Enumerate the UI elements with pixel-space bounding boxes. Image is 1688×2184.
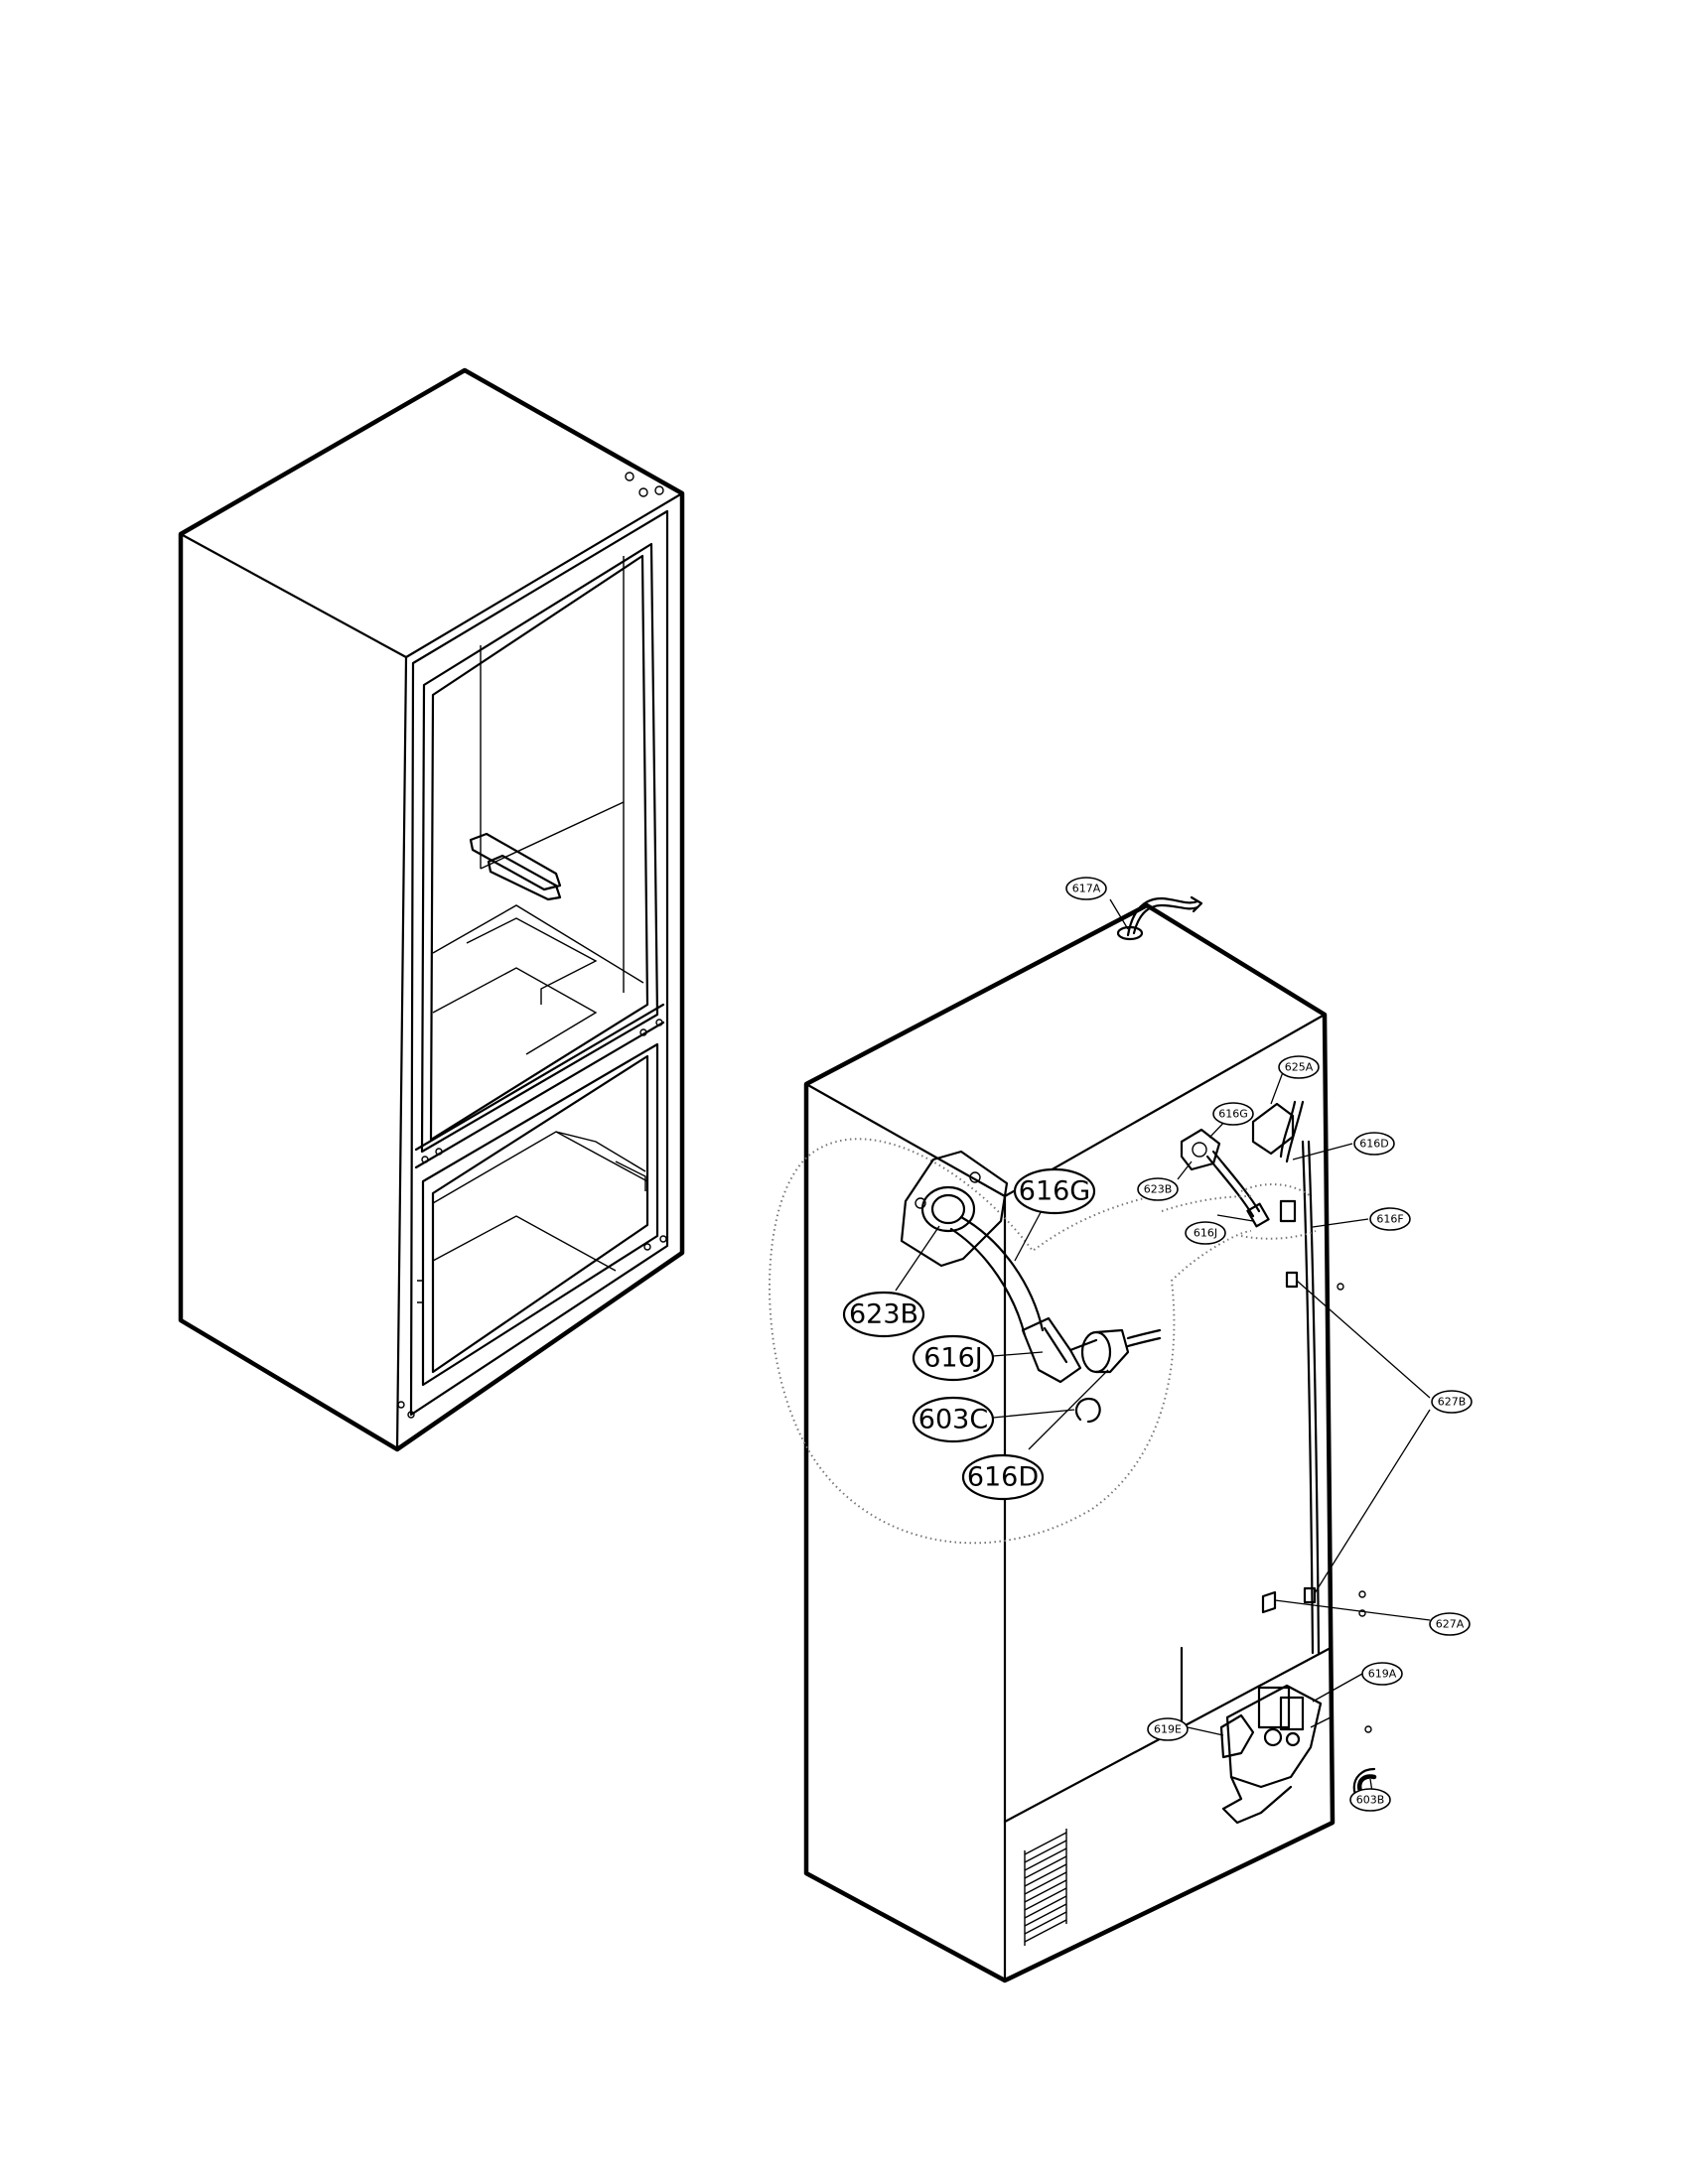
callout-619A: 619A — [1361, 1662, 1403, 1686]
svg-text:623B: 623B — [1144, 1183, 1173, 1196]
svg-text:603C: 603C — [918, 1405, 988, 1435]
svg-text:625A: 625A — [1285, 1061, 1314, 1074]
callout-616G: 616G — [1212, 1102, 1254, 1126]
callout-623B: 623B — [1137, 1177, 1179, 1201]
svg-text:616D: 616D — [1359, 1138, 1388, 1151]
callout-627A: 627A — [1429, 1612, 1471, 1636]
detail-mounting-plate — [900, 1150, 1162, 1424]
callout-603B: 603B — [1349, 1788, 1391, 1812]
callout-625A: 625A — [1278, 1055, 1320, 1079]
svg-text:616G: 616G — [1218, 1108, 1248, 1121]
svg-text:619E: 619E — [1154, 1723, 1182, 1736]
cabinet-rear-view — [769, 895, 1431, 1983]
callout-617A: 617A — [1065, 877, 1107, 900]
svg-text:616J: 616J — [923, 1343, 983, 1374]
callout-616J: 616J — [1185, 1221, 1226, 1245]
svg-text:616G: 616G — [1019, 1176, 1090, 1207]
vent-grille — [1024, 1829, 1067, 1946]
detail-callout-616G: 616G — [1013, 1167, 1096, 1215]
detail-callout-623B: 623B — [842, 1291, 925, 1338]
svg-text:616J: 616J — [1194, 1227, 1217, 1240]
detail-callout-603C: 603C — [912, 1396, 995, 1443]
callout-619E: 619E — [1147, 1717, 1189, 1741]
svg-text:617A: 617A — [1072, 883, 1101, 895]
svg-text:616D: 616D — [967, 1462, 1039, 1493]
svg-text:627B: 627B — [1438, 1396, 1467, 1409]
svg-text:619A: 619A — [1368, 1668, 1397, 1681]
callout-616D: 616D — [1353, 1132, 1395, 1156]
svg-text:603B: 603B — [1356, 1794, 1385, 1807]
svg-text:627A: 627A — [1436, 1618, 1465, 1631]
water-valve-assembly — [1219, 1684, 1372, 1825]
detail-callout-616J: 616J — [912, 1334, 995, 1382]
callout-616F: 616F — [1369, 1207, 1411, 1231]
svg-text:623B: 623B — [849, 1299, 918, 1330]
callout-627B: 627B — [1431, 1390, 1473, 1414]
detail-callout-616D: 616D — [961, 1453, 1045, 1501]
svg-text:616F: 616F — [1376, 1213, 1403, 1226]
cabinet-front-view — [178, 367, 685, 1452]
